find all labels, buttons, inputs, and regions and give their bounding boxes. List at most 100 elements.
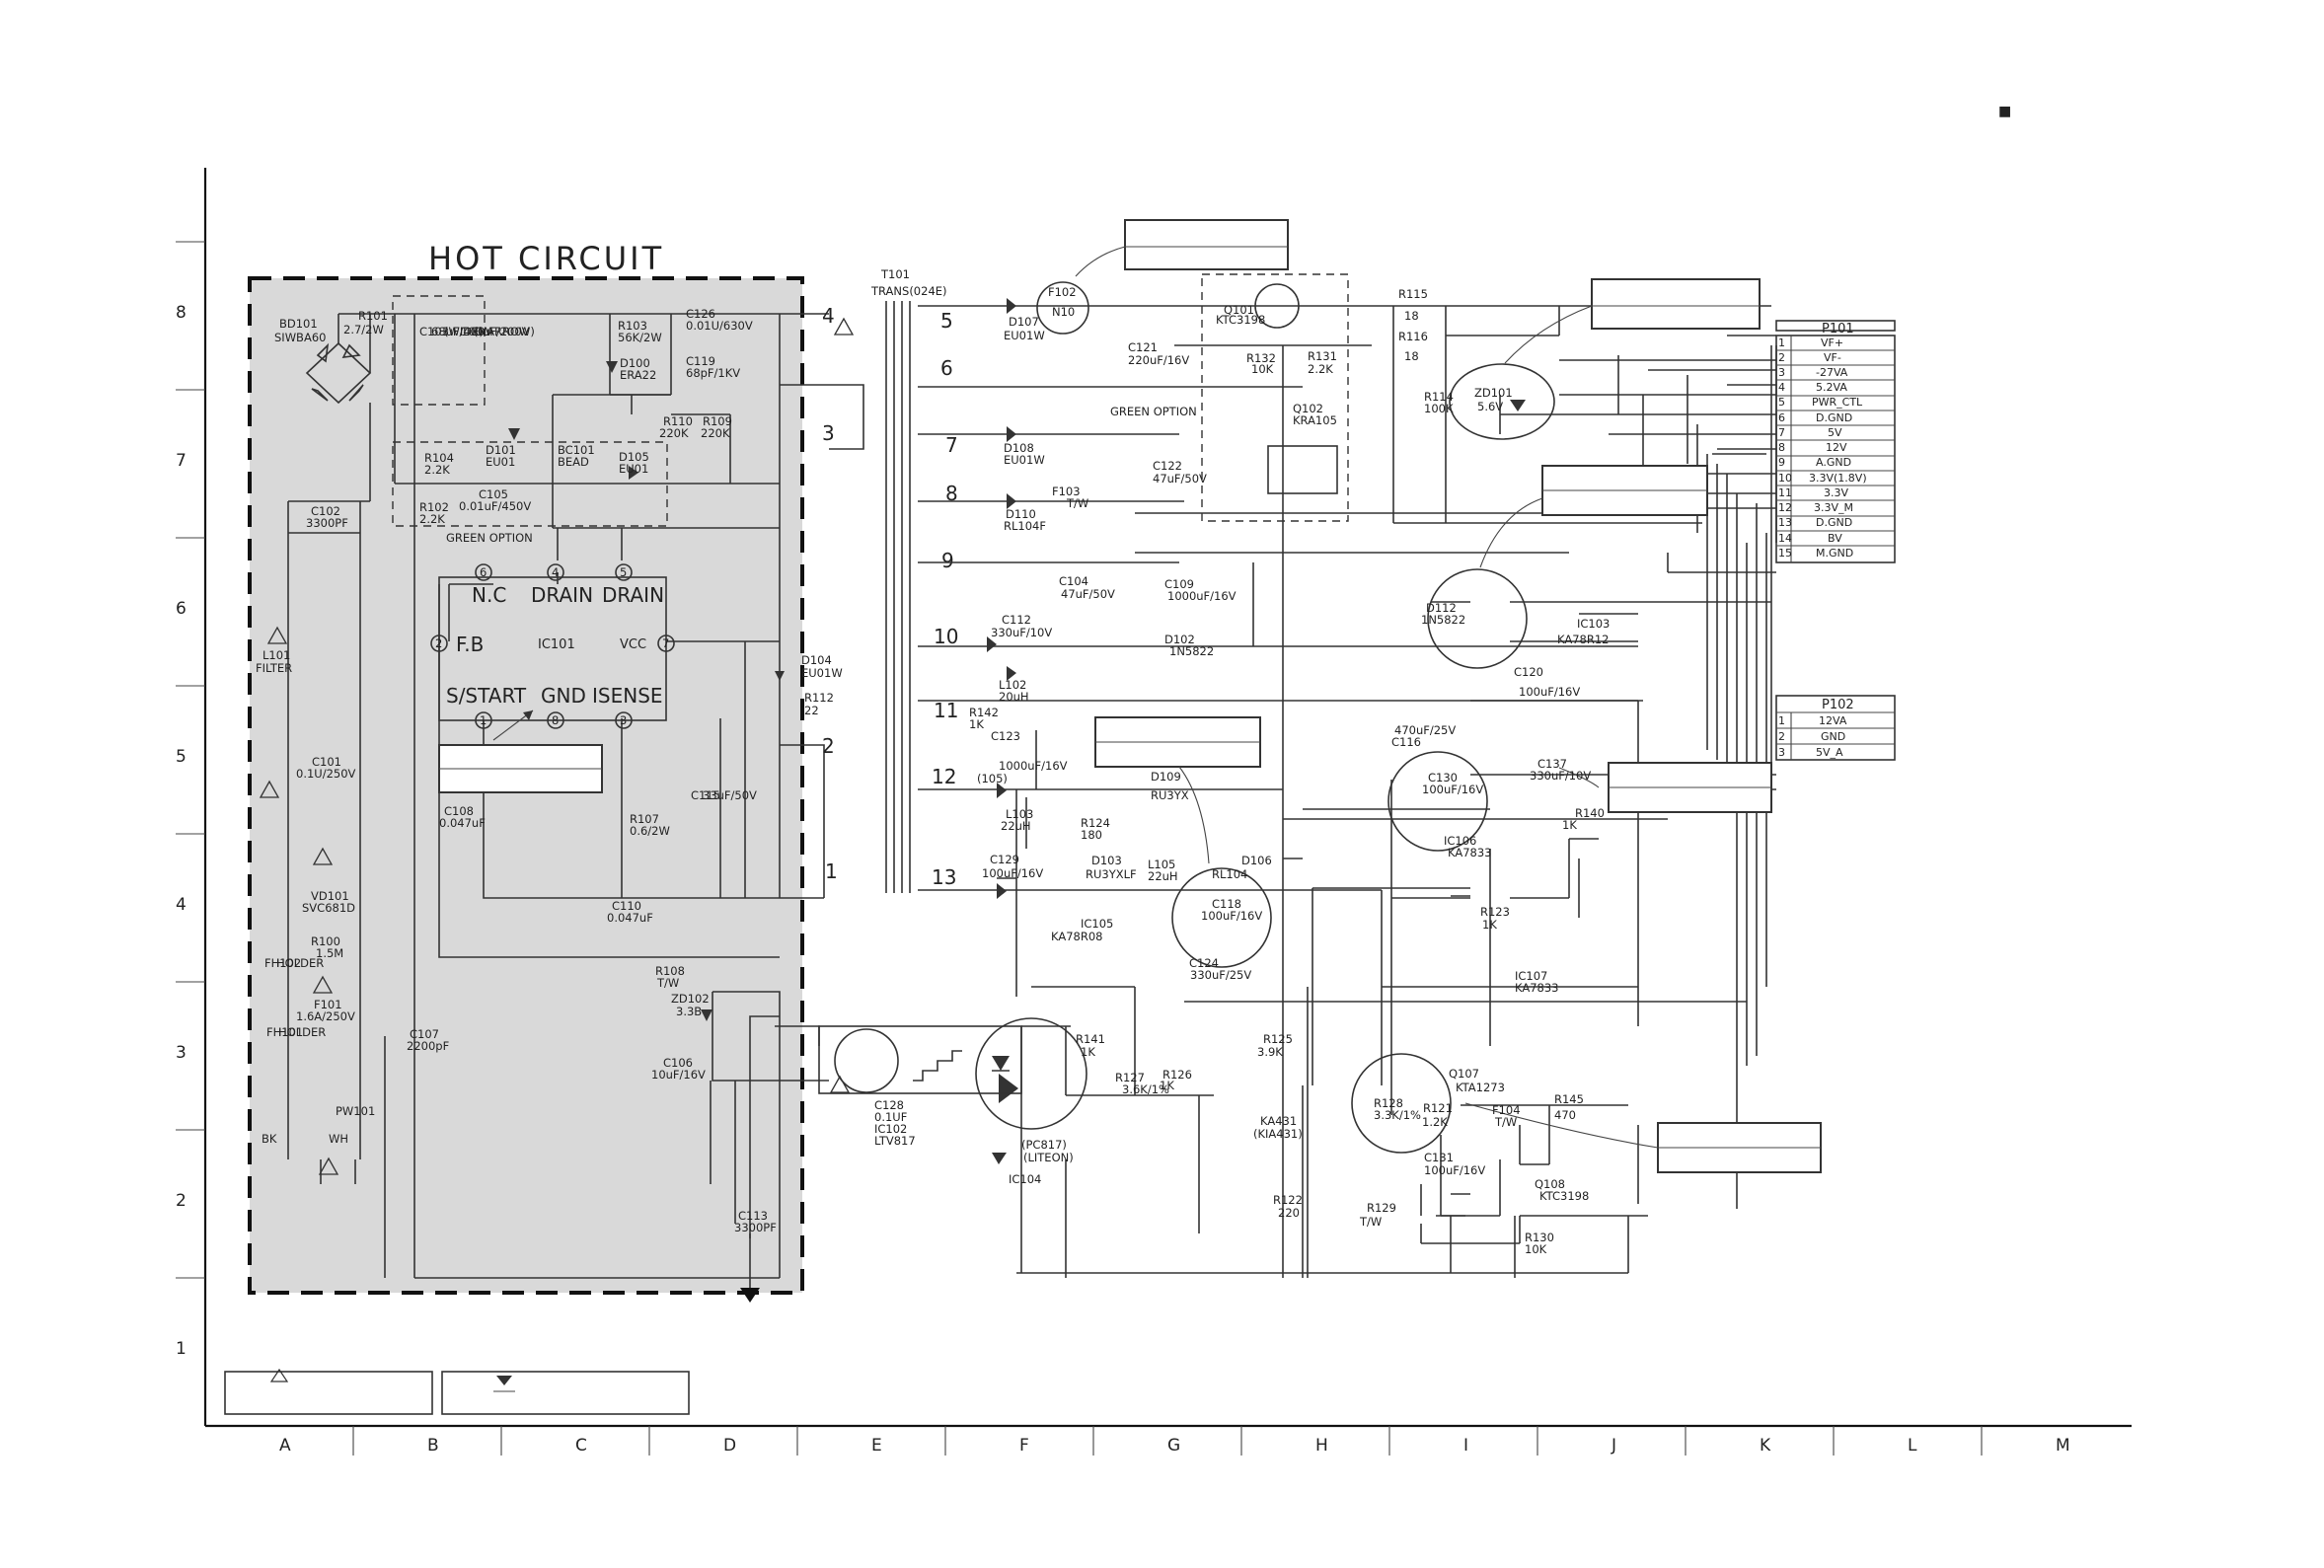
component-label: R124 — [1081, 816, 1110, 830]
component-label: R125 — [1263, 1032, 1293, 1046]
component-label: SIWBA60 — [274, 331, 326, 344]
col-label: M — [2056, 1436, 2070, 1456]
component-label: 10uF/16V — [651, 1068, 706, 1082]
component-label: 22uH — [1001, 819, 1031, 833]
component-label: 9 — [941, 549, 954, 572]
component-label: 1K — [969, 717, 984, 731]
component-label: 68uF/400V — [431, 325, 492, 338]
component-label: 3 — [822, 421, 835, 445]
ic101-pin: 1 — [480, 713, 487, 727]
component-label: R100 — [311, 934, 340, 948]
component-label: IC104 — [1009, 1172, 1041, 1186]
component-label: 9 — [1778, 456, 1785, 469]
component-label: 330uF/10V — [991, 626, 1052, 639]
component-label: 100uF/16V — [1201, 909, 1262, 923]
ic101-drain2-label: DRAIN — [602, 583, 664, 607]
component-label: C108 — [444, 804, 474, 818]
regulator-ics — [508, 281, 1555, 1303]
component-label: VF- — [1824, 351, 1841, 364]
ic101-pin: 5 — [620, 565, 627, 579]
component-label: T/W — [1359, 1215, 1382, 1229]
hot-circuit-title: HOT CIRCUIT — [428, 240, 664, 277]
warning-icons — [259, 317, 855, 1175]
component-label: R128 — [1374, 1096, 1403, 1110]
component-label: ZD101 — [1474, 386, 1513, 400]
component-label: T/W — [656, 976, 679, 990]
component-label: 5.6V — [1477, 400, 1503, 413]
component-label: (KIA431) — [1253, 1127, 1303, 1141]
component-label: ERA22 — [620, 368, 656, 382]
component-label: VD101 — [311, 889, 349, 903]
component-label: R142 — [969, 706, 999, 719]
component-label: 2 — [1778, 730, 1785, 743]
sheet-frame — [176, 168, 2132, 1456]
component-label: GREEN OPTION — [1110, 405, 1197, 418]
component-label: 100uF/16V — [982, 866, 1043, 880]
component-label: KTC3198 — [1216, 313, 1265, 327]
component-label: 8 — [1778, 441, 1785, 454]
component-label: 2200pF — [407, 1039, 449, 1053]
ic101: 6 4 5 2 7 1 8 3 N.C DRAIN DRAIN F.B VCC … — [430, 563, 675, 741]
component-label: R112 — [804, 691, 834, 705]
component-label: (LITEON) — [1023, 1151, 1074, 1164]
component-label: 5 — [940, 309, 953, 333]
component-label: C113 — [738, 1209, 768, 1223]
component-label: F101 — [314, 998, 342, 1011]
legend-boxes — [224, 1368, 690, 1415]
component-label: 15 — [1778, 547, 1792, 560]
row-labels: 8 7 6 5 4 3 2 1 — [176, 303, 187, 1359]
component-label: C131 — [1424, 1151, 1454, 1164]
component-label: C101 — [312, 755, 341, 769]
component-label: R129 — [1367, 1201, 1396, 1215]
col-label: I — [1463, 1436, 1468, 1456]
component-label: 3.3B — [676, 1005, 702, 1018]
component-label: 1N5822 — [1169, 644, 1214, 658]
component-label: FH102 — [264, 956, 301, 970]
component-label: C112 — [1002, 613, 1031, 627]
component-label: T/W — [1066, 496, 1088, 510]
ic101-pin: 6 — [480, 565, 487, 579]
row-label: 5 — [176, 747, 187, 767]
component-label: EU01 — [619, 462, 648, 476]
component-label: R114 — [1424, 390, 1454, 404]
component-label: KRA105 — [1293, 413, 1337, 427]
component-label: R126 — [1162, 1068, 1192, 1082]
component-label: C129 — [990, 853, 1019, 866]
ic101-drain1-label: DRAIN — [531, 583, 593, 607]
component-label: L103 — [1006, 807, 1033, 821]
transformer-t101: T101 TRANS(024E) 5 6 7 8 9 10 11 12 13 4… — [822, 267, 958, 893]
component-label: C128 — [874, 1098, 904, 1112]
connector-p101: P101 — [1775, 320, 1896, 563]
component-label: F104 — [1492, 1103, 1521, 1117]
component-label: D106 — [1241, 854, 1272, 867]
component-label: C123 — [991, 729, 1020, 743]
component-label: 47uF/50V — [1153, 472, 1207, 485]
component-label: 3300PF — [734, 1221, 777, 1234]
component-label: 11 — [934, 699, 958, 722]
component-label: 1K — [1562, 818, 1577, 832]
component-label: 100uF/16V — [1519, 685, 1580, 699]
row-label: 6 — [176, 599, 187, 619]
component-label: 100uF/200V — [461, 325, 530, 338]
component-label: 3.3V(1.8V) — [1809, 472, 1867, 485]
component-label: 0.047uF — [439, 816, 486, 830]
component-label: EU01W — [1004, 329, 1045, 342]
component-label: C124 — [1189, 956, 1219, 970]
component-label: 7 — [945, 433, 958, 457]
component-label: 5.2VA — [1816, 381, 1847, 394]
col-label: A — [279, 1436, 291, 1456]
component-label: RL104 — [1212, 867, 1247, 881]
component-label: 330uF/10V — [1530, 769, 1591, 783]
component-label: 5V — [1828, 426, 1842, 439]
component-label: R132 — [1246, 351, 1276, 365]
ic101-pin: 4 — [552, 565, 559, 579]
component-label: C121 — [1128, 340, 1158, 354]
component-label: (105) — [977, 772, 1008, 785]
component-label: C104 — [1059, 574, 1088, 588]
bridge-diodes — [311, 342, 364, 402]
component-label: RL104F — [1004, 519, 1046, 533]
component-label: R107 — [630, 812, 659, 826]
component-label: C119 — [686, 354, 715, 368]
component-label: 14 — [1778, 532, 1792, 545]
component-label: 100uF/16V — [1424, 1163, 1485, 1177]
